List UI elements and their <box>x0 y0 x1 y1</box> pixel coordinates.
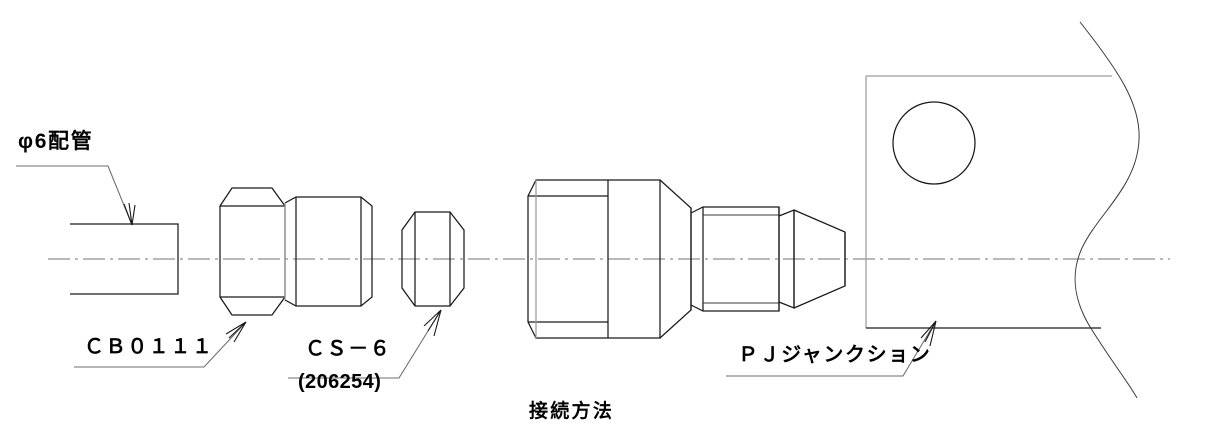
label-pipe-phi6: φ6配管 <box>18 130 94 153</box>
label-cs6: ＣＳ－６ <box>305 338 392 360</box>
part-fitting-body <box>527 179 846 339</box>
drawing-caption: 接続方法 <box>529 401 615 422</box>
leader-cs6 <box>288 309 442 379</box>
label-cb0111: ＣＢ０１１１ <box>84 336 214 358</box>
part-pipe-phi6 <box>70 223 179 295</box>
leader-pj <box>726 320 937 377</box>
junction-hole <box>892 101 976 185</box>
label-pj-junction: ＰＪジャンクション <box>738 344 932 366</box>
leader-pipe <box>16 165 136 226</box>
part-pj-junction <box>865 21 1140 399</box>
leader-cb0111 <box>74 321 247 368</box>
part-sleeve-cs6 <box>401 211 465 307</box>
part-nut-cb0111 <box>219 187 373 316</box>
label-cs6-code: (206254) <box>298 371 382 393</box>
